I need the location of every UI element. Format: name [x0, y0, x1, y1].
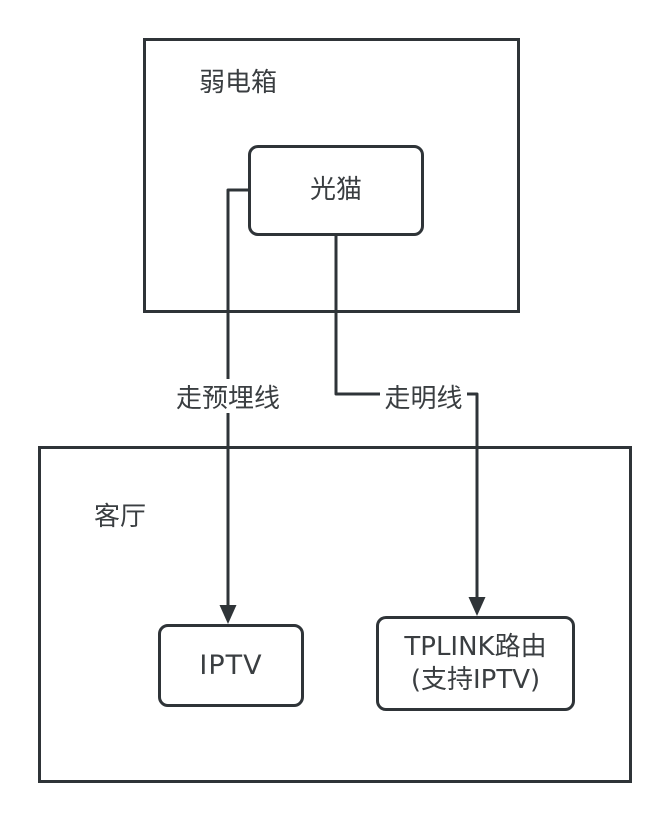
node-iptv: IPTV — [158, 624, 304, 707]
edge-label-preembedded-wire: 走预埋线 — [168, 379, 288, 414]
weak-current-box-label: 弱电箱 — [199, 68, 278, 98]
iptv-label: IPTV — [199, 650, 263, 681]
node-optical-modem: 光猫 — [248, 145, 424, 236]
optical-modem-label: 光猫 — [309, 175, 362, 205]
node-tplink-router: TPLINK路由 (支持IPTV) — [376, 616, 575, 711]
edge-label-exposed-wire: 走明线 — [380, 381, 467, 414]
edge-preembedded-wire — [219, 188, 249, 624]
tplink-router-label-line2: (支持IPTV) — [410, 664, 541, 695]
container-weak-current-box: 弱电箱 — [143, 38, 520, 313]
container-living-room: 客厅 — [38, 446, 632, 783]
arrowhead-down-iptv — [219, 605, 237, 624]
living-room-label: 客厅 — [94, 502, 147, 532]
tplink-router-label-line1: TPLINK路由 — [404, 631, 547, 662]
arrowhead-down-tplink — [468, 597, 486, 616]
edge-exposed-wire — [334, 236, 486, 616]
